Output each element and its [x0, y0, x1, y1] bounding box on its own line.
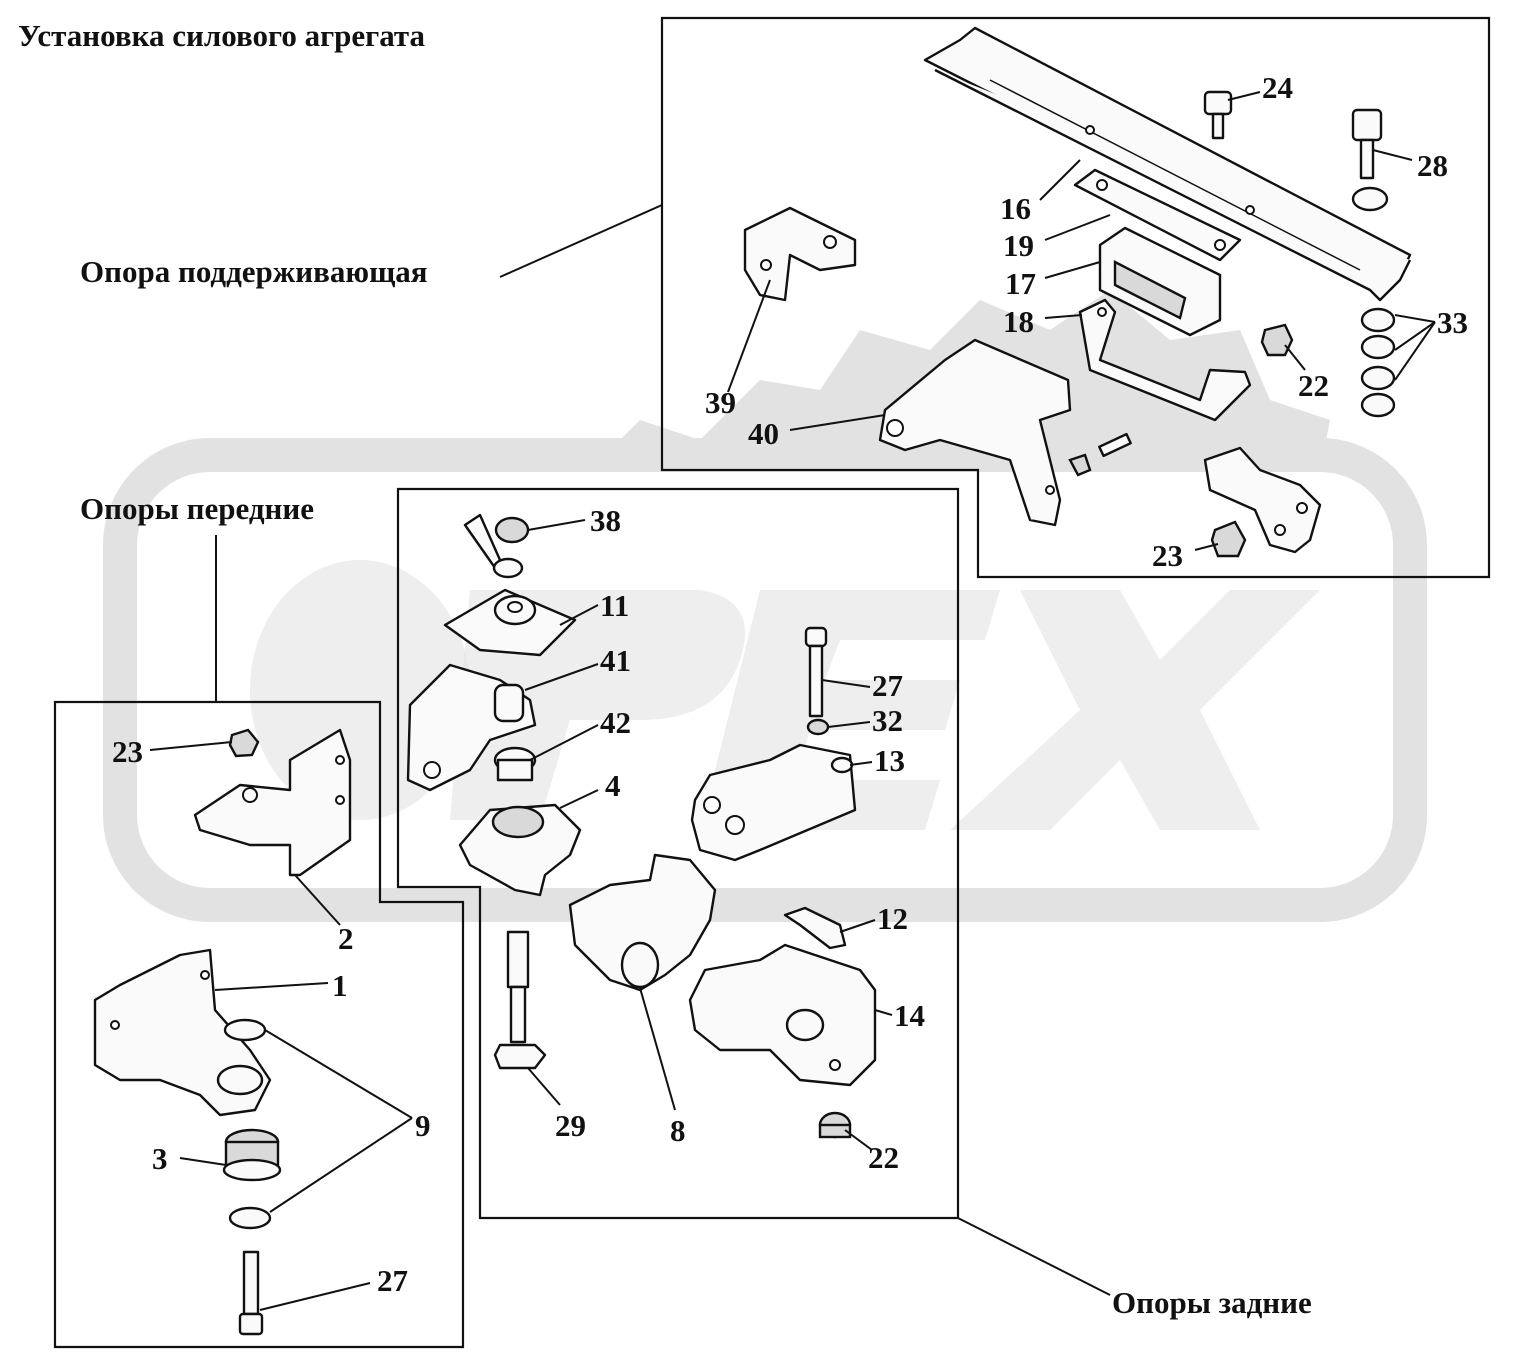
- bolt-27-rear-part: [804, 626, 828, 718]
- callout-39: 39: [705, 385, 736, 420]
- clip-38-part: [463, 513, 530, 579]
- callout-29: 29: [555, 1108, 586, 1143]
- callout-leaders: [149, 91, 1436, 1311]
- callout-11: 11: [600, 588, 630, 623]
- page-title: Установка силового агрегата: [18, 18, 426, 53]
- callout-40: 40: [748, 416, 779, 451]
- washer-28-part: [1351, 186, 1389, 212]
- bolt-small-part: [1068, 432, 1132, 477]
- callout-9: 9: [415, 1108, 431, 1143]
- callout-38: 38: [590, 503, 621, 538]
- callout-41: 41: [600, 643, 631, 678]
- bracket-39-part: [743, 206, 857, 302]
- cushion-11-part: [443, 588, 577, 657]
- plate-19-part: [1073, 168, 1242, 262]
- rear-group-label: Опоры задние: [1112, 1285, 1312, 1320]
- callout-19: 19: [1003, 228, 1034, 263]
- callout-13: 13: [874, 743, 905, 778]
- rear-frame: [396, 487, 960, 1220]
- watermark-frame: [103, 438, 1427, 922]
- callout-12: 12: [877, 901, 908, 936]
- front-frame: [53, 700, 465, 1349]
- callout-27-front: 27: [377, 1263, 408, 1298]
- mount-4-part: [458, 803, 582, 897]
- callout-4: 4: [605, 768, 621, 803]
- bolt-28-part: [1351, 108, 1383, 180]
- bracket-18-part: [1078, 298, 1252, 422]
- callout-32: 32: [872, 703, 903, 738]
- callout-2: 2: [338, 921, 354, 956]
- washers-33-part: [1360, 307, 1396, 418]
- support-frame: [660, 16, 1491, 579]
- callout-24: 24: [1262, 70, 1293, 105]
- bracket-40-part: [878, 338, 1072, 527]
- callout-17: 17: [1005, 266, 1036, 301]
- callout-22-rear: 22: [868, 1140, 899, 1175]
- nut-22-top-part: [1260, 323, 1294, 357]
- cradle-8-part: [568, 853, 717, 992]
- callout-42: 42: [600, 705, 631, 740]
- watermark-letter-x: [950, 590, 1320, 830]
- callout-22-support: 22: [1298, 368, 1329, 403]
- nut-23-top-part: [1210, 520, 1247, 558]
- callout-28: 28: [1417, 148, 1448, 183]
- cross-member-part: [923, 26, 1412, 302]
- rubber-block-17-part: [1098, 226, 1222, 337]
- callout-18: 18: [1003, 304, 1034, 339]
- support-group-leader: [499, 204, 663, 278]
- nut-22-rear-part: [818, 1111, 852, 1139]
- washer-9-lower-part: [228, 1206, 272, 1230]
- cushion-3-part: [222, 1128, 282, 1182]
- plate-12-part: [783, 906, 847, 950]
- callout-27-rear: 27: [872, 668, 903, 703]
- support-group-label: Опора поддерживающая: [80, 254, 428, 289]
- washer-32-part: [806, 718, 830, 736]
- front-group-label: Опоры передние: [80, 491, 315, 526]
- washer-9-upper-part: [223, 1018, 267, 1042]
- callout-23-front: 23: [112, 734, 143, 769]
- bracket-13-part: [690, 743, 857, 862]
- nut-23-front-part: [228, 728, 260, 758]
- callout-23-support: 23: [1152, 538, 1183, 573]
- callout-14: 14: [894, 998, 925, 1033]
- callout-1: 1: [332, 968, 348, 1003]
- bushing-42-part: [493, 746, 537, 782]
- callout-16: 16: [1000, 191, 1031, 226]
- bracket-14-part: [688, 943, 877, 1087]
- rear-group-leader: [957, 1217, 1111, 1296]
- bolt-29-part: [493, 930, 547, 1070]
- bracket-right-part: [1203, 446, 1322, 554]
- callout-8: 8: [670, 1113, 686, 1148]
- callout-33: 33: [1437, 305, 1468, 340]
- bolt-24-part: [1203, 90, 1233, 140]
- bracket-2-part: [193, 728, 352, 877]
- bracket-41-part: [406, 663, 537, 792]
- callout-3: 3: [152, 1141, 168, 1176]
- bolt-27-front-part: [238, 1250, 264, 1336]
- bracket-1-part: [93, 948, 272, 1117]
